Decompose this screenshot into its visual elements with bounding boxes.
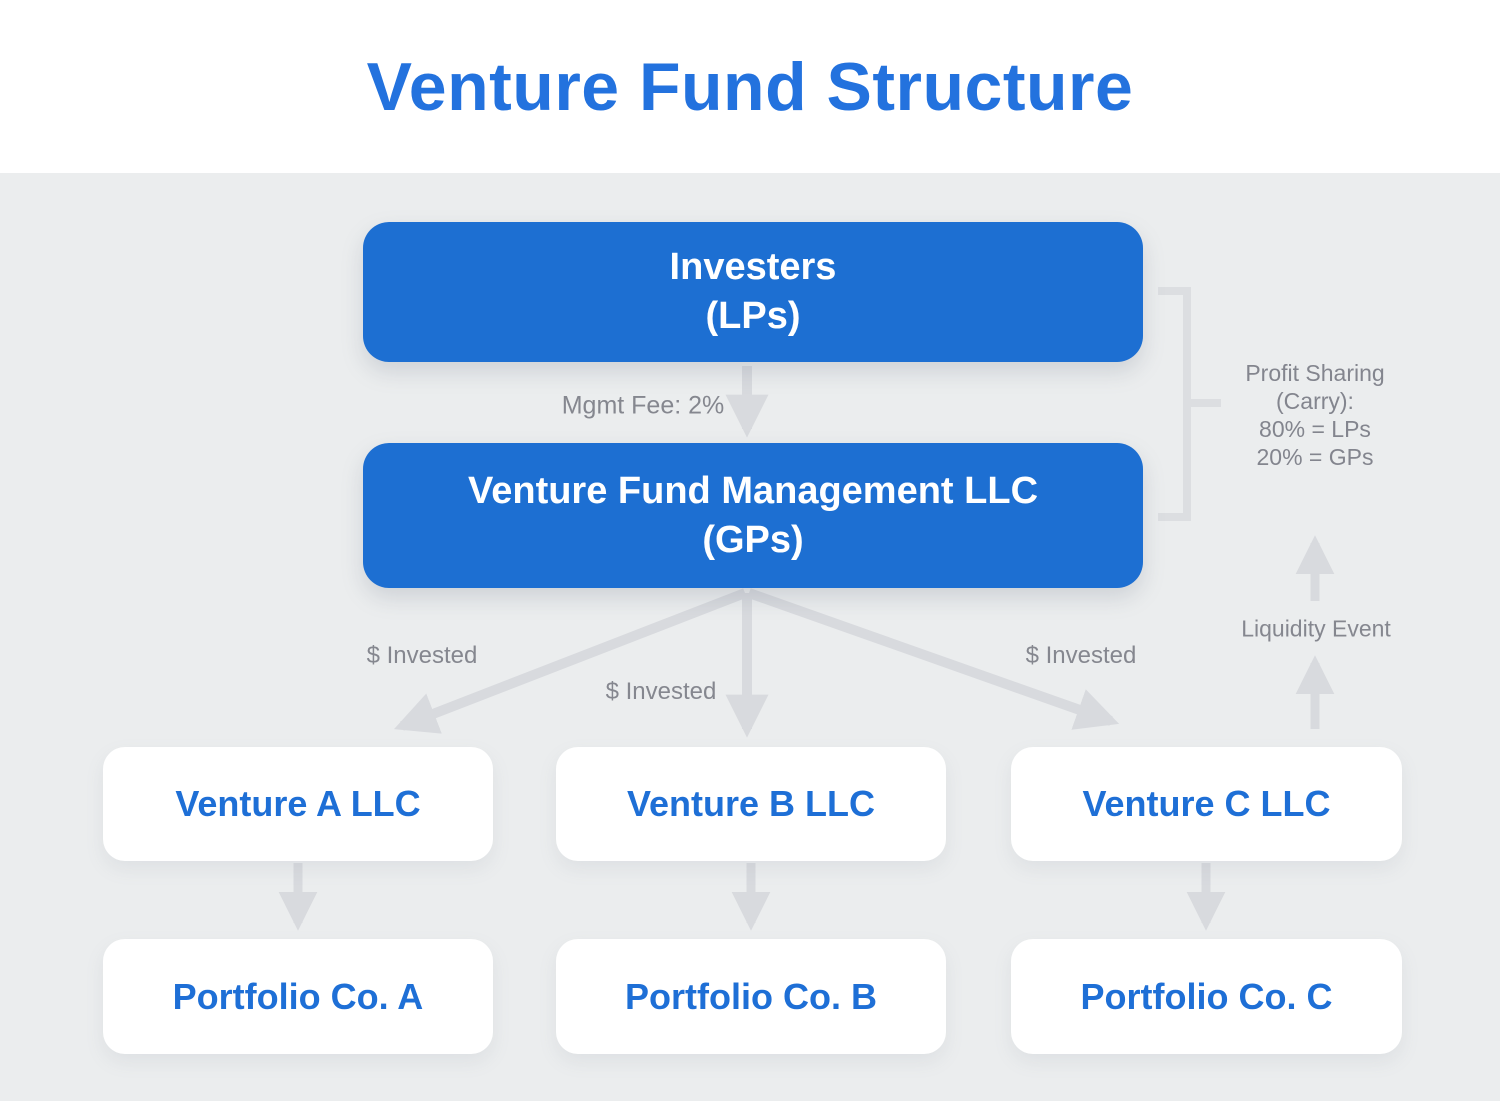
- page-title: Venture Fund Structure: [366, 48, 1134, 125]
- node-fund-management-line2: (GPs): [702, 518, 804, 561]
- node-venture-c-label: Venture C LLC: [1082, 783, 1331, 824]
- node-venture-b-label: Venture B LLC: [626, 783, 876, 824]
- node-venture-c: Venture C LLC: [1011, 747, 1402, 861]
- node-investors: Investers (LPs): [363, 222, 1143, 362]
- node-venture-a: Venture A LLC: [103, 747, 493, 861]
- node-portfolio-a-label: Portfolio Co. A: [172, 975, 424, 1017]
- profit-sharing-line2: (Carry):: [1276, 388, 1354, 414]
- profit-sharing-bracket: [1158, 287, 1221, 521]
- node-investors-line1: Investers: [669, 246, 837, 288]
- node-portfolio-b-label: Portfolio Co. B: [625, 975, 877, 1017]
- arrow-gp-to-venture-c: [747, 588, 1120, 730]
- edge-label-invested-left: $ Invested: [366, 642, 478, 669]
- edge-label-invested-mid: $ Invested: [605, 678, 717, 705]
- profit-sharing-annotation: Profit Sharing (Carry): 80% = LPs 20% = …: [1245, 359, 1384, 471]
- node-fund-management-line1: Venture Fund Management LLC: [467, 469, 1039, 512]
- header-band: Venture Fund Structure: [0, 0, 1500, 173]
- node-portfolio-c: Portfolio Co. C: [1011, 939, 1402, 1054]
- node-venture-b: Venture B LLC: [556, 747, 946, 861]
- edge-label-mgmt-fee: Mgmt Fee: 2%: [561, 391, 725, 420]
- node-portfolio-a: Portfolio Co. A: [103, 939, 493, 1054]
- node-venture-a-label: Venture A LLC: [175, 783, 421, 824]
- node-portfolio-b: Portfolio Co. B: [556, 939, 946, 1054]
- node-fund-management: Venture Fund Management LLC (GPs): [363, 443, 1143, 588]
- node-portfolio-c-label: Portfolio Co. C: [1080, 975, 1333, 1017]
- arrow-gp-to-venture-a: [393, 588, 747, 734]
- edge-label-liquidity-event: Liquidity Event: [1241, 615, 1391, 642]
- edge-label-invested-right: $ Invested: [1025, 642, 1137, 669]
- profit-sharing-line4: 20% = GPs: [1256, 444, 1374, 470]
- node-investors-line2: (LPs): [705, 295, 801, 337]
- profit-sharing-line1: Profit Sharing: [1245, 360, 1385, 386]
- profit-sharing-line3: 80% = LPs: [1259, 416, 1371, 442]
